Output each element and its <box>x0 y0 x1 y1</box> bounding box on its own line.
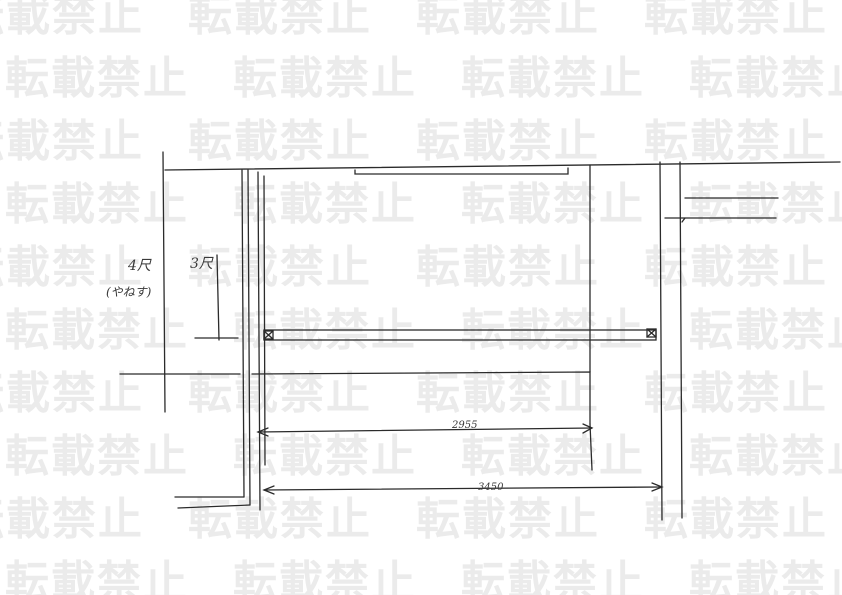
watermark-text: 転載禁止 <box>5 557 189 595</box>
left-wall-inner-1 <box>247 169 251 506</box>
watermark-text: 転載禁止 <box>233 557 417 595</box>
room-right-wall-lower <box>589 423 593 471</box>
watermark-text: 転載禁止 <box>233 53 417 104</box>
inner-dimension-line <box>216 254 220 341</box>
watermark-text: 転載禁止 <box>188 494 372 545</box>
watermark-text: 転載禁止 <box>689 179 842 230</box>
watermark-text: 転載禁止 <box>689 431 842 482</box>
watermark-text: 転載禁止 <box>644 494 828 545</box>
dimension-arrow-outer-right <box>651 482 664 492</box>
watermark-text: 転載禁止 <box>0 242 144 293</box>
beam-end-mark-right <box>646 328 657 338</box>
right-wall-inner <box>679 161 683 519</box>
watermark-text: 転載禁止 <box>5 179 189 230</box>
watermark-text: 転載禁止 <box>416 242 600 293</box>
left-bottom-return-2 <box>177 504 251 509</box>
top-recess <box>354 167 569 175</box>
watermark-text: 転載禁止 <box>416 368 600 419</box>
label-height-left-note: (やねす) <box>106 285 152 299</box>
top-wall-line <box>164 161 841 171</box>
watermark-text: 転載禁止 <box>233 179 417 230</box>
watermark-text: 転載禁止 <box>0 116 144 167</box>
floor-plan-lines <box>119 151 841 521</box>
watermark-text: 転載禁止 <box>644 116 828 167</box>
dimension-arrow-outer-left <box>262 485 275 495</box>
watermark-text: 転載禁止 <box>416 0 600 41</box>
right-partition-join <box>681 217 686 223</box>
watermark-text: 転載禁止 <box>188 368 372 419</box>
dimension-arrow-inner-left <box>256 427 269 437</box>
watermark-text: 転載禁止 <box>644 368 828 419</box>
watermark-text: 転載禁止 <box>0 0 144 41</box>
watermark-text: 転載禁止 <box>689 53 842 104</box>
watermark-text: 転載禁止 <box>188 0 372 41</box>
watermark-text: 転載禁止 <box>0 368 144 419</box>
watermark-text: 転載禁止 <box>416 494 600 545</box>
watermark-text: 転載禁止 <box>461 431 645 482</box>
dimension-line-outer <box>263 486 663 491</box>
watermark-text: 転載禁止 <box>461 179 645 230</box>
watermark-text: 転載禁止 <box>644 0 828 41</box>
label-dimension-outer: 3450 <box>478 482 504 493</box>
watermark-text: 転載禁止 <box>5 305 189 356</box>
watermark-text: 転載禁止 <box>644 242 828 293</box>
label-dimension-inner: 2955 <box>451 420 477 431</box>
beam-end-mark-left <box>263 330 274 340</box>
watermark-text: 転載禁止 <box>416 116 600 167</box>
dimension-arrow-inner-right <box>582 423 594 434</box>
label-height-left: 4尺 <box>127 258 152 274</box>
watermark-text: 転載禁止 <box>233 431 417 482</box>
left-wall-inner-2 <box>257 171 261 511</box>
watermark-text: 転載禁止 <box>5 53 189 104</box>
label-height-inner: 3尺 <box>190 256 214 272</box>
left-outer-wall <box>241 169 245 498</box>
watermark-text: 転載禁止 <box>689 305 842 356</box>
left-dimension-line <box>162 151 166 413</box>
watermark-text: 転載禁止 <box>461 557 645 595</box>
dimension-line-inner <box>257 427 593 433</box>
watermark-text: 転載禁止 <box>0 494 144 545</box>
watermark-text: 転載禁止 <box>689 557 842 595</box>
right-wall-outer <box>659 161 663 521</box>
watermark-text: 転載禁止 <box>188 242 372 293</box>
left-wall-inner-3 <box>263 175 266 466</box>
watermark-text: 転載禁止 <box>188 116 372 167</box>
watermark-text: 転載禁止 <box>461 53 645 104</box>
watermark-text: 転載禁止 <box>5 431 189 482</box>
